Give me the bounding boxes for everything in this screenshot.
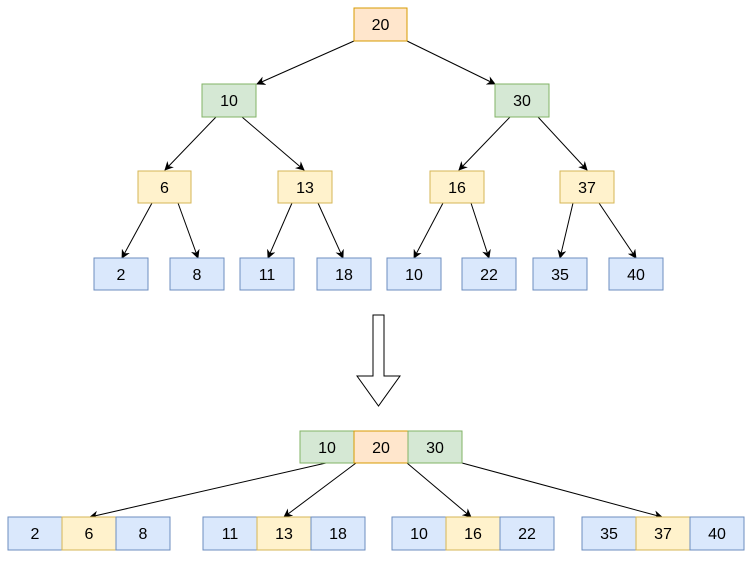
edge-30-to-37 <box>537 116 588 171</box>
level1-node-label: 30 <box>513 93 531 110</box>
level2-node-label: 16 <box>448 180 466 197</box>
root-node-label: 20 <box>372 17 390 34</box>
level2-node-label: 6 <box>160 180 169 197</box>
edge-6-to-2 <box>121 202 153 259</box>
btree-root-key-box <box>299 430 355 464</box>
edge-37-to-40 <box>598 202 637 259</box>
edge-13-to-11 <box>267 202 293 259</box>
btree-child-key-label: 37 <box>654 526 672 543</box>
edge-16-to-10 <box>413 202 444 259</box>
btree-child-key-label: 35 <box>600 526 618 543</box>
leaf-node-label: 2 <box>117 267 126 284</box>
root-node-box <box>353 7 408 42</box>
level2-node-box <box>429 170 485 204</box>
btree-root-key-label: 10 <box>318 440 336 457</box>
btree-child-key-label: 11 <box>222 526 239 543</box>
edge-root-to-right <box>406 40 496 85</box>
binary-tree-level2: 6 13 16 37 <box>137 170 615 204</box>
level2-node-box <box>137 170 192 204</box>
level1-node-box <box>494 83 550 118</box>
edge-13-to-18 <box>317 202 344 259</box>
binary-tree-root: 20 <box>353 7 408 42</box>
edge-37-to-35 <box>557 202 574 259</box>
leaf-node-box <box>316 257 372 291</box>
btree-child-key-box <box>202 516 258 551</box>
leaf-node-label: 11 <box>259 267 276 284</box>
level2-node-label: 37 <box>578 180 596 197</box>
btree-child-key-box <box>115 516 171 551</box>
edge-10-to-6 <box>164 116 217 171</box>
btree-child-key-box <box>7 516 63 551</box>
leaf-node-label: 22 <box>480 267 498 284</box>
level2-node-label: 13 <box>296 180 314 197</box>
edge-6-to-8 <box>177 202 200 259</box>
btree-child-node-2: 11 13 18 <box>202 516 366 551</box>
binary-tree-leaves: 2 8 11 18 10 22 35 40 <box>93 257 664 291</box>
btree-child-key-box <box>310 516 366 551</box>
btree-child-key-box <box>635 516 691 551</box>
level1-node-box <box>201 83 257 118</box>
binary-tree-level1: 10 30 <box>201 83 550 118</box>
edge-root-to-left <box>256 40 355 85</box>
edge-30-to-16 <box>458 116 511 171</box>
btree-root-key-box <box>407 430 463 464</box>
level2-node-box <box>277 170 333 204</box>
leaf-node-box <box>532 257 588 291</box>
edge-10-to-13 <box>241 116 305 171</box>
btree-child-node-4: 35 37 40 <box>581 516 745 551</box>
btree-edge-to-child-1 <box>89 462 327 520</box>
leaf-node-box <box>386 257 442 291</box>
btree-child-key-box <box>391 516 447 551</box>
btree-root-key-label: 30 <box>426 440 444 457</box>
btree-root-node: 10 20 30 <box>299 430 463 464</box>
leaf-node-box <box>239 257 295 291</box>
btree-child-key-label: 13 <box>275 526 293 543</box>
btree-child-key-box <box>581 516 637 551</box>
btree-child-key-label: 18 <box>329 526 347 543</box>
edge-16-to-22 <box>470 202 491 259</box>
btree-child-key-box <box>689 516 745 551</box>
btree-child-key-label: 6 <box>85 526 94 543</box>
level1-node-label: 10 <box>220 93 238 110</box>
btree-edge-to-child-3 <box>406 462 472 518</box>
leaf-node-label: 35 <box>551 267 569 284</box>
binary-tree-edges <box>121 40 637 259</box>
btree-root-key-label: 20 <box>372 440 390 457</box>
transform-arrow-icon <box>356 314 401 407</box>
leaf-node-label: 40 <box>627 267 645 284</box>
leaf-node-box <box>169 257 225 291</box>
level2-node-box <box>559 170 615 204</box>
btree-edges <box>89 462 663 520</box>
btree-root-key-box <box>353 430 409 464</box>
btree-child-key-label: 40 <box>708 526 726 543</box>
leaf-node-label: 10 <box>405 267 423 284</box>
btree-edge-to-child-4 <box>461 462 663 520</box>
btree-child-key-box <box>499 516 555 551</box>
btree-child-node-1: 2 6 8 <box>7 516 171 551</box>
btree-child-key-box <box>61 516 117 551</box>
btree-child-key-box <box>256 516 312 551</box>
btree-child-key-label: 2 <box>31 526 40 543</box>
leaf-node-label: 8 <box>193 267 202 284</box>
leaf-node-box <box>93 257 149 291</box>
leaf-node-box <box>461 257 517 291</box>
leaf-node-label: 18 <box>335 267 353 284</box>
btree-child-key-label: 10 <box>410 526 428 543</box>
btree-child-key-label: 22 <box>518 526 536 543</box>
leaf-node-box <box>608 257 664 291</box>
btree-child-key-label: 16 <box>464 526 482 543</box>
btree-edge-to-child-2 <box>283 462 357 518</box>
btree-child-key-label: 8 <box>139 526 148 543</box>
btree-child-node-3: 10 16 22 <box>391 516 555 551</box>
